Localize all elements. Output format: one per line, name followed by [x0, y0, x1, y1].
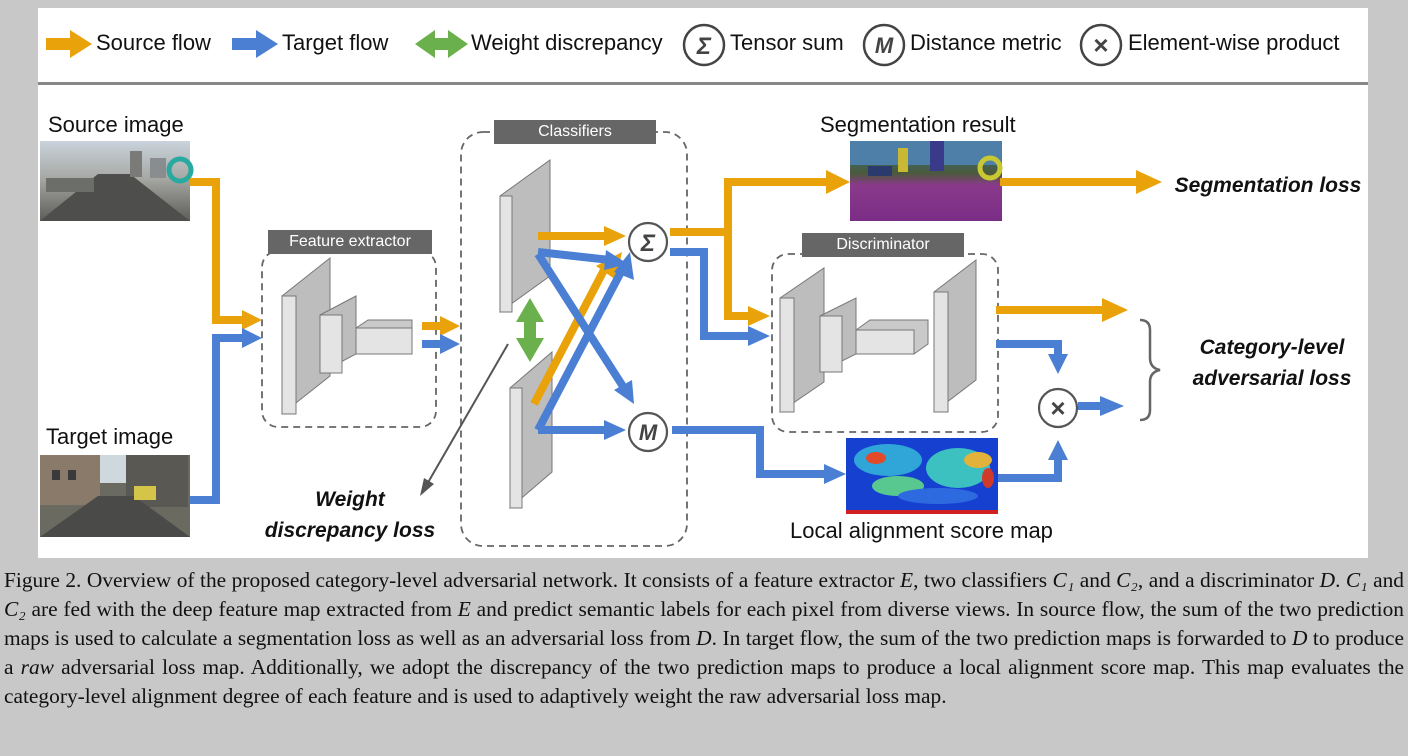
figure-caption: Figure 2. Overview of the proposed categ… — [4, 566, 1404, 711]
caption-text: adversarial loss map. Additionally, we a… — [4, 655, 1405, 708]
figure-panel: Σ M × Source flow Target flow Weight dis… — [38, 8, 1368, 558]
weight-discrepancy-arrow-icon — [516, 298, 544, 362]
source-image — [40, 141, 194, 221]
source-flow-arrows — [190, 170, 1162, 406]
element-product-icon: × — [1037, 387, 1079, 429]
weight-loss-pointer — [420, 343, 509, 496]
caption-math: C₂ — [4, 597, 26, 621]
caption-math: E — [900, 568, 914, 592]
legend-tensor-sum: Tensor sum — [730, 30, 844, 55]
feature-extractor-tag: Feature extractor — [268, 230, 432, 254]
svg-text:×: × — [1050, 393, 1065, 423]
category-loss-line1: Category-level — [1199, 336, 1345, 359]
caption-text: and — [1367, 568, 1404, 592]
category-loss-label: Category-level adversarial loss — [1182, 332, 1362, 394]
segmentation-result-label: Segmentation result — [820, 112, 1016, 137]
loss-brace — [1139, 318, 1161, 422]
svg-text:Σ: Σ — [696, 33, 712, 60]
caption-text: to produce a — [4, 626, 1404, 679]
caption-math: D — [1319, 568, 1336, 592]
feature-extractor-blocks — [281, 256, 413, 416]
segmentation-result-image — [850, 141, 1003, 221]
legend-target-flow: Target flow — [282, 30, 389, 55]
tensor-sum-icon: Σ — [627, 221, 669, 263]
legend-element-product: Element-wise product — [1128, 30, 1340, 55]
caption-math: D — [1291, 626, 1308, 650]
source-flow-arrow-icon — [46, 30, 92, 58]
legend-divider — [38, 82, 1368, 85]
weight-loss-line1: Weight — [315, 488, 385, 511]
caption-text: and — [1074, 568, 1117, 592]
legend-weight-discrepancy: Weight discrepancy — [471, 30, 663, 55]
discriminator-blocks — [779, 258, 977, 414]
source-image-label: Source image — [48, 112, 184, 137]
weight-discrepancy-loss-label: Weight discrepancy loss — [252, 484, 448, 546]
score-map-label: Local alignment score map — [790, 518, 1053, 543]
discriminator-tag: Discriminator — [802, 233, 964, 257]
caption-math: C₁ — [1052, 568, 1075, 592]
target-image-label: Target image — [46, 424, 174, 449]
classifiers-tag: Classifiers — [494, 120, 656, 144]
legend: Σ M × Source flow Target flow Weight dis… — [38, 8, 1368, 82]
architecture-diagram: Σ M × — [40, 131, 1162, 547]
legend-source-flow: Source flow — [96, 30, 211, 55]
score-map-image — [846, 438, 998, 514]
caption-text: . In target flow, the sum of the two pre… — [711, 626, 1292, 650]
caption-text: . — [1335, 568, 1346, 592]
tensor-sum-icon: Σ — [682, 23, 726, 67]
caption-math: C₁ — [1345, 568, 1368, 592]
caption-math: E — [457, 597, 471, 621]
caption-text: Figure 2. Overview of the proposed categ… — [4, 568, 901, 592]
element-product-icon: × — [1079, 23, 1123, 67]
caption-text: , two classifiers — [913, 568, 1053, 592]
svg-text:M: M — [639, 420, 658, 445]
svg-text:M: M — [875, 33, 894, 58]
legend-distance-metric: Distance metric — [910, 30, 1062, 55]
caption-text: and predict semantic labels for each pix… — [4, 597, 1404, 650]
category-loss-line2: adversarial loss — [1192, 367, 1352, 390]
svg-text:×: × — [1093, 30, 1108, 60]
caption-math: C₂ — [1116, 568, 1138, 592]
caption-text: are fed with the deep feature map extrac… — [25, 597, 458, 621]
classifiers-box — [460, 131, 688, 547]
weight-discrepancy-arrow-icon — [415, 30, 468, 58]
distance-metric-icon: M — [627, 411, 669, 453]
svg-text:Σ: Σ — [640, 230, 656, 257]
caption-math: D — [696, 626, 712, 650]
caption-emphasis: raw — [20, 655, 54, 679]
distance-metric-icon: M — [862, 23, 906, 67]
target-image — [40, 455, 190, 537]
target-flow-arrows — [190, 248, 1124, 504]
weight-loss-line2: discrepancy loss — [264, 519, 436, 542]
segmentation-loss-label: Segmentation loss — [1174, 174, 1362, 197]
legend-glyphs: Σ M × — [46, 23, 1123, 67]
caption-text: , and a discriminator — [1137, 568, 1320, 592]
target-flow-arrow-icon — [232, 30, 278, 58]
